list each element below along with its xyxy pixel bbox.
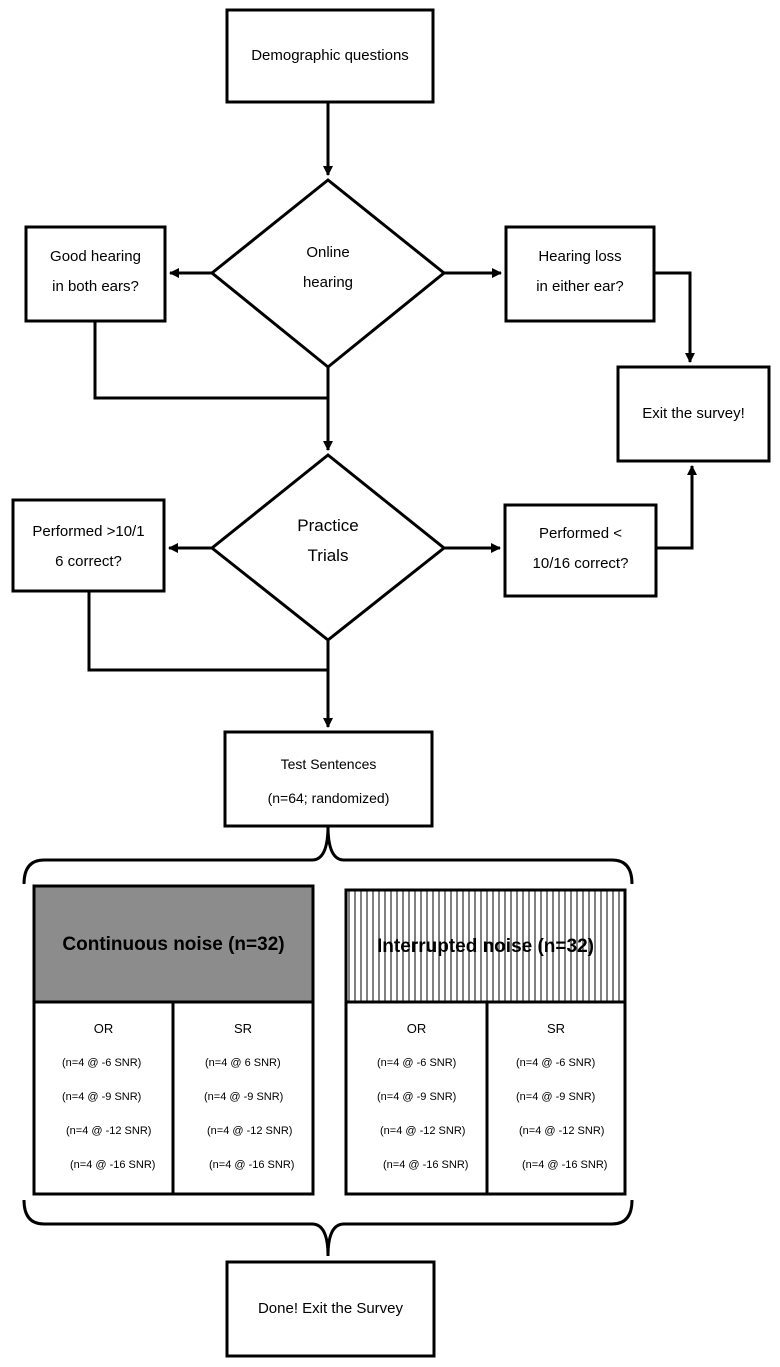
exit-survey-box: [616, 365, 771, 463]
test-sentences-box: [223, 730, 434, 828]
arrow-lt-to-exit: [656, 465, 697, 550]
hearing-loss-label: Hearing loss in either ear?: [506, 242, 654, 302]
interrupted-or-row: (n=4 @ -12 SNR): [380, 1125, 466, 1137]
continuous-sr-row: (n=4 @ -16 SNR): [209, 1159, 295, 1171]
performed-lt-box: [503, 503, 658, 598]
continuous-sr-row: (n=4 @ -12 SNR): [207, 1125, 293, 1137]
test-sentences-label: Test Sentences (n=64; randomized): [225, 747, 432, 815]
performed-gt-line1: Performed >10/1: [32, 523, 145, 540]
online-hearing-label: Online hearing: [258, 238, 398, 298]
line-gt-to-trunk: [87, 591, 328, 672]
continuous-or-row: (n=4 @ -6 SNR): [62, 1057, 142, 1069]
hearing-loss-box: [504, 225, 656, 323]
continuous-or-header: OR: [93, 1021, 114, 1036]
performed-gt-line2: 6 correct?: [55, 553, 122, 570]
exit-survey-label: Exit the survey!: [642, 405, 745, 422]
practice-trials-line2: Trials: [307, 546, 349, 565]
continuous-title: Continuous noise (n=32): [62, 934, 285, 955]
performed-lt-line1: Performed <: [539, 525, 622, 542]
interrupted-or-header: OR: [406, 1021, 427, 1036]
demographic-box: [225, 8, 435, 104]
practice-trials-line1: Practice: [297, 516, 359, 535]
test-sentences-line1: Test Sentences: [280, 756, 377, 772]
interrupted-sr-row: (n=4 @ -12 SNR): [519, 1125, 605, 1137]
done-box: [225, 1260, 436, 1358]
top-brace: [22, 825, 634, 885]
hearing-loss-line1: Hearing loss: [538, 248, 622, 265]
continuous-sr-row: (n=4 @ 6 SNR): [205, 1057, 281, 1069]
done-label: Done! Exit the Survey: [257, 1300, 404, 1317]
test-sentences-line2: (n=64; randomized): [267, 790, 390, 806]
interrupted-sr-header: SR: [546, 1021, 566, 1036]
interrupted-or-row: (n=4 @ -9 SNR): [377, 1091, 457, 1103]
line-good-to-trunk: [93, 321, 328, 400]
demographic-label: Demographic questions: [251, 47, 409, 64]
interrupted-sr-row: (n=4 @ -16 SNR): [522, 1159, 608, 1171]
practice-trials-label: Practice Trials: [258, 511, 398, 571]
performed-gt-box: [11, 498, 166, 593]
good-hearing-line1: Good hearing: [50, 248, 141, 265]
interrupted-sr-row: (n=4 @ -6 SNR): [516, 1057, 596, 1069]
interrupted-or-row: (n=4 @ -6 SNR): [377, 1057, 457, 1069]
interrupted-sr-row: (n=4 @ -9 SNR): [516, 1091, 596, 1103]
continuous-or-row: (n=4 @ -12 SNR): [66, 1125, 152, 1137]
good-hearing-label: Good hearing in both ears?: [26, 242, 165, 302]
hearing-loss-line2: in either ear?: [536, 278, 624, 295]
performed-gt-label: Performed >10/1 6 correct?: [13, 517, 164, 577]
good-hearing-box: [24, 225, 167, 323]
good-hearing-line2: in both ears?: [52, 278, 139, 295]
performed-lt-label: Performed < 10/16 correct?: [505, 519, 656, 579]
interrupted-or-row: (n=4 @ -16 SNR): [383, 1159, 469, 1171]
online-hearing-line1: Online: [306, 244, 350, 261]
continuous-header-fill: [32, 884, 315, 1004]
continuous-or-row: (n=4 @ -9 SNR): [62, 1091, 142, 1103]
continuous-sr-row: (n=4 @ -9 SNR): [204, 1091, 284, 1103]
continuous-or-row: (n=4 @ -16 SNR): [70, 1159, 156, 1171]
continuous-sr-header: SR: [233, 1021, 253, 1036]
online-hearing-line2: hearing: [302, 274, 354, 291]
arrow-loss-to-exit: [654, 271, 695, 363]
interrupted-header-fill: [344, 888, 627, 1004]
performed-lt-line2: 10/16 correct?: [532, 555, 629, 572]
bottom-brace: [22, 1199, 634, 1257]
interrupted-title: Interrupted noise (n=32): [377, 936, 594, 957]
